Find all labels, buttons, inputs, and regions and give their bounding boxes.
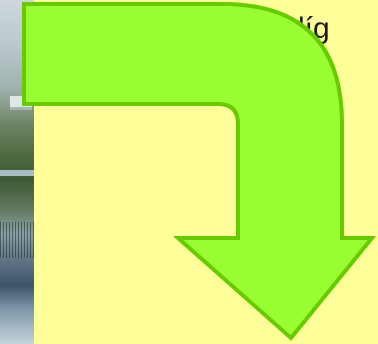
photo-reeds (0, 222, 34, 258)
photo-water (0, 170, 34, 176)
arrow-shape (22, 2, 377, 341)
